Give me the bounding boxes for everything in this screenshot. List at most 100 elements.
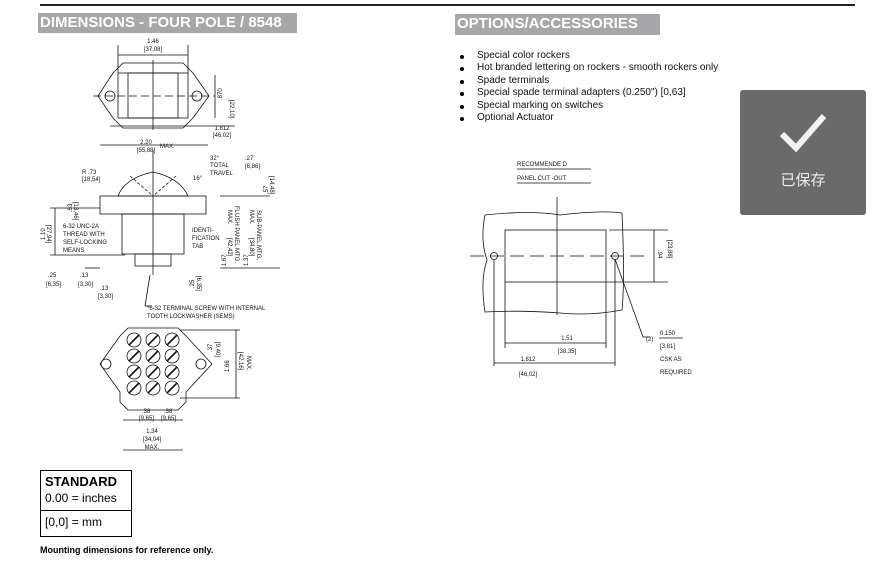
dim-label: .38 [142, 409, 151, 415]
dim-label: [42,42] [226, 238, 232, 257]
dim-label: 2.20 [140, 140, 152, 146]
dim-label: 16° [193, 176, 203, 182]
dim-label: [14,48] [268, 176, 274, 195]
dim-label: [38,35] [558, 349, 577, 355]
dim-label: [55,88] [137, 148, 156, 154]
dim-label: .27 [245, 156, 254, 162]
screw-slot [128, 366, 140, 378]
dim-label: 1.812 [214, 126, 230, 132]
option-item: Special marking on switches [459, 100, 718, 112]
panel-cutout: RECOMMENDE D PANEL CUT -OUT .94 [23,88] … [470, 162, 692, 378]
dim-label: TOTAL [210, 163, 229, 169]
screw-slot [166, 334, 178, 346]
dim-label: 1.66 [225, 360, 231, 372]
terminal-screw [164, 380, 180, 396]
option-item: Optional Actuator [459, 112, 718, 124]
screw-slot [147, 382, 159, 394]
dim-label: CSK AS [660, 357, 682, 363]
screw-slot [128, 350, 140, 362]
dim-label: 1.10 [41, 228, 47, 240]
dim-label: .25 [190, 279, 196, 288]
dim-label: 1.37 [244, 254, 250, 266]
dim-label: R .73 [82, 170, 97, 176]
terminal-screw [145, 332, 161, 348]
dim-label: .13 [80, 273, 89, 279]
dim-label: [42,16] [237, 352, 243, 371]
screw-slot [128, 334, 140, 346]
dim-label: 32° [210, 156, 220, 162]
dim-label: 1.51 [561, 336, 573, 342]
dim-label: [46,02] [213, 133, 232, 139]
cutout-title: RECOMMENDE D [517, 162, 568, 168]
dim-label: [9,40] [214, 342, 220, 357]
toast-message: 已保存 [780, 171, 826, 189]
dim-label: 1.46 [147, 39, 159, 45]
dim-label: 1.67 [222, 254, 228, 266]
cutout-title: PANEL CUT -OUT [517, 176, 567, 182]
dim-label: TRAVEL [210, 171, 234, 177]
dim-label: .37 [208, 343, 214, 352]
dim-label: 0.150 [660, 331, 676, 337]
standard-title: STANDARD [45, 474, 117, 489]
options-list: Special color rockers Hot branded letter… [459, 50, 718, 124]
terminal-screw [164, 332, 180, 348]
dimensions-heading: DIMENSIONS - FOUR POLE / 8548 [38, 13, 297, 33]
terminal-screw [126, 348, 142, 364]
screw-slot [147, 350, 159, 362]
screw-slot [166, 366, 178, 378]
note-line: THREAD WITH [63, 232, 105, 238]
screw-slot [147, 334, 159, 346]
terminal-screw [126, 332, 142, 348]
inches-legend: 0.00 = inches [45, 491, 117, 505]
dim-label: [22,10] [228, 100, 234, 119]
dim-label: .25 [48, 273, 57, 279]
side-view: 32° TOTAL TRAVEL 16° .27 [6,86] R .73 [1… [41, 150, 280, 320]
saved-toast: 已保存 [740, 90, 866, 215]
dim-label: .53 [68, 203, 74, 212]
note-line: MEANS [63, 248, 84, 254]
screw-slot [128, 382, 140, 394]
dim-label: .94 [656, 250, 662, 259]
terminal-screw [164, 364, 180, 380]
dim-label: .13 [100, 286, 109, 292]
top-view: 1.46 [37,08] .870 [22,10] 1.812 [46,02] … [93, 39, 235, 154]
dim-label: [34,04] [143, 437, 162, 443]
terminal-screw [126, 380, 142, 396]
dim-label: [34,80] [248, 238, 254, 257]
dim-label: MAX. [248, 210, 254, 225]
top-rule [40, 4, 855, 6]
dim-label: [6,86] [245, 164, 260, 170]
dim-label: MAX. [160, 144, 175, 150]
dim-label: [6,35] [195, 276, 201, 291]
dim-label: [23,88] [666, 240, 672, 259]
dim-label: [9,65] [161, 416, 176, 422]
note-line: SELF-LOCKING [63, 240, 107, 246]
dim-label: MAX. [145, 445, 160, 451]
footnote: Mounting dimensions for reference only. [40, 545, 214, 555]
dim-label: 1.812 [520, 357, 536, 363]
dim-label: [37,08] [144, 47, 163, 53]
option-item: Hot branded lettering on rockers - smoot… [459, 62, 718, 74]
dim-label: 1.34 [146, 429, 158, 435]
note-line: 6-32 UNC-2A [63, 224, 99, 230]
dim-label: [27,94] [45, 225, 51, 244]
terminal-screw [145, 380, 161, 396]
dim-label: REQUIRED [660, 370, 692, 376]
dim-label: .57 [264, 185, 270, 194]
standard-legend: STANDARD 0.00 = inches [0,0] = mm [40, 470, 132, 537]
option-item: Special spade terminal adapters (0.250")… [459, 87, 718, 99]
dim-label: .870 [218, 88, 224, 100]
note-line: IDENTI- [192, 228, 214, 234]
note-line: *6-32 TERMINAL SCREW WITH INTERNAL [147, 306, 266, 312]
dim-label: [13,46] [72, 202, 78, 221]
dim-label: SUB-PANEL MTG. [255, 210, 261, 260]
note-line: TAB [192, 244, 203, 250]
bottom-view: .37 [9,40] 1.66 [42,16] MAX. .38 [9,65] … [99, 327, 251, 451]
dim-label: FLUSH PANEL MTG. [233, 206, 239, 263]
dim-label: [3,30] [98, 294, 113, 300]
terminal-screw [126, 364, 142, 380]
dim-label: [3,81] [660, 344, 675, 350]
mm-legend: [0,0] = mm [41, 510, 131, 531]
dim-label: [6,35] [46, 282, 61, 288]
